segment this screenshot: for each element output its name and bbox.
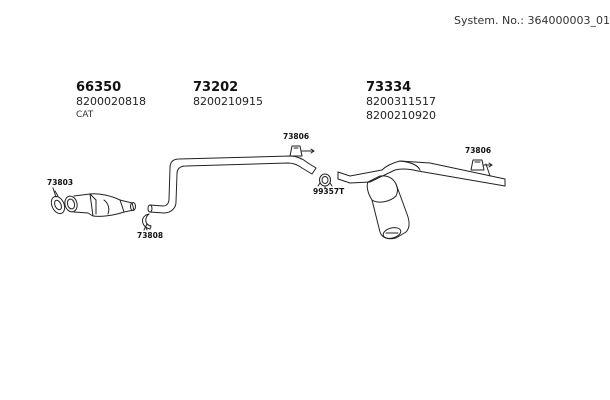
callout-clamp: 73808: [137, 231, 164, 240]
pipe-clamp-icon: [317, 173, 333, 187]
callout-mount-rubber-rear: 73806: [465, 146, 492, 155]
oem-ref-catalytic-converter: 8200020818: [76, 95, 146, 108]
rear-silencer-icon: [337, 160, 506, 240]
clamp-icon: [142, 213, 152, 231]
part-number-middle-pipe: 73202: [193, 80, 239, 95]
callout-gasket: 73803: [47, 178, 74, 187]
part-number-rear-silencer: 73334: [366, 80, 412, 95]
oem-ref-middle-pipe: 8200210915: [193, 95, 263, 108]
mount-rubber-front-icon: [289, 145, 315, 157]
catalytic-converter-icon: [64, 193, 136, 217]
callout-pipe-clamp: 99357T: [313, 187, 345, 196]
leader-clamp: [145, 226, 148, 231]
part-note-cat: CAT: [76, 110, 94, 120]
oem-ref-rear-silencer-2: 8200210920: [366, 109, 436, 122]
mount-rubber-rear-icon: [470, 159, 493, 171]
oem-ref-rear-silencer-1: 8200311517: [366, 95, 436, 108]
system-number: System. No.: 364000003_01: [454, 14, 610, 27]
leader-gasket: [52, 187, 57, 198]
middle-pipe-icon: [147, 155, 317, 214]
part-number-catalytic-converter: 66350: [76, 80, 122, 95]
gasket-icon: [50, 190, 66, 215]
callout-mount-rubber-front: 73806: [283, 132, 310, 141]
